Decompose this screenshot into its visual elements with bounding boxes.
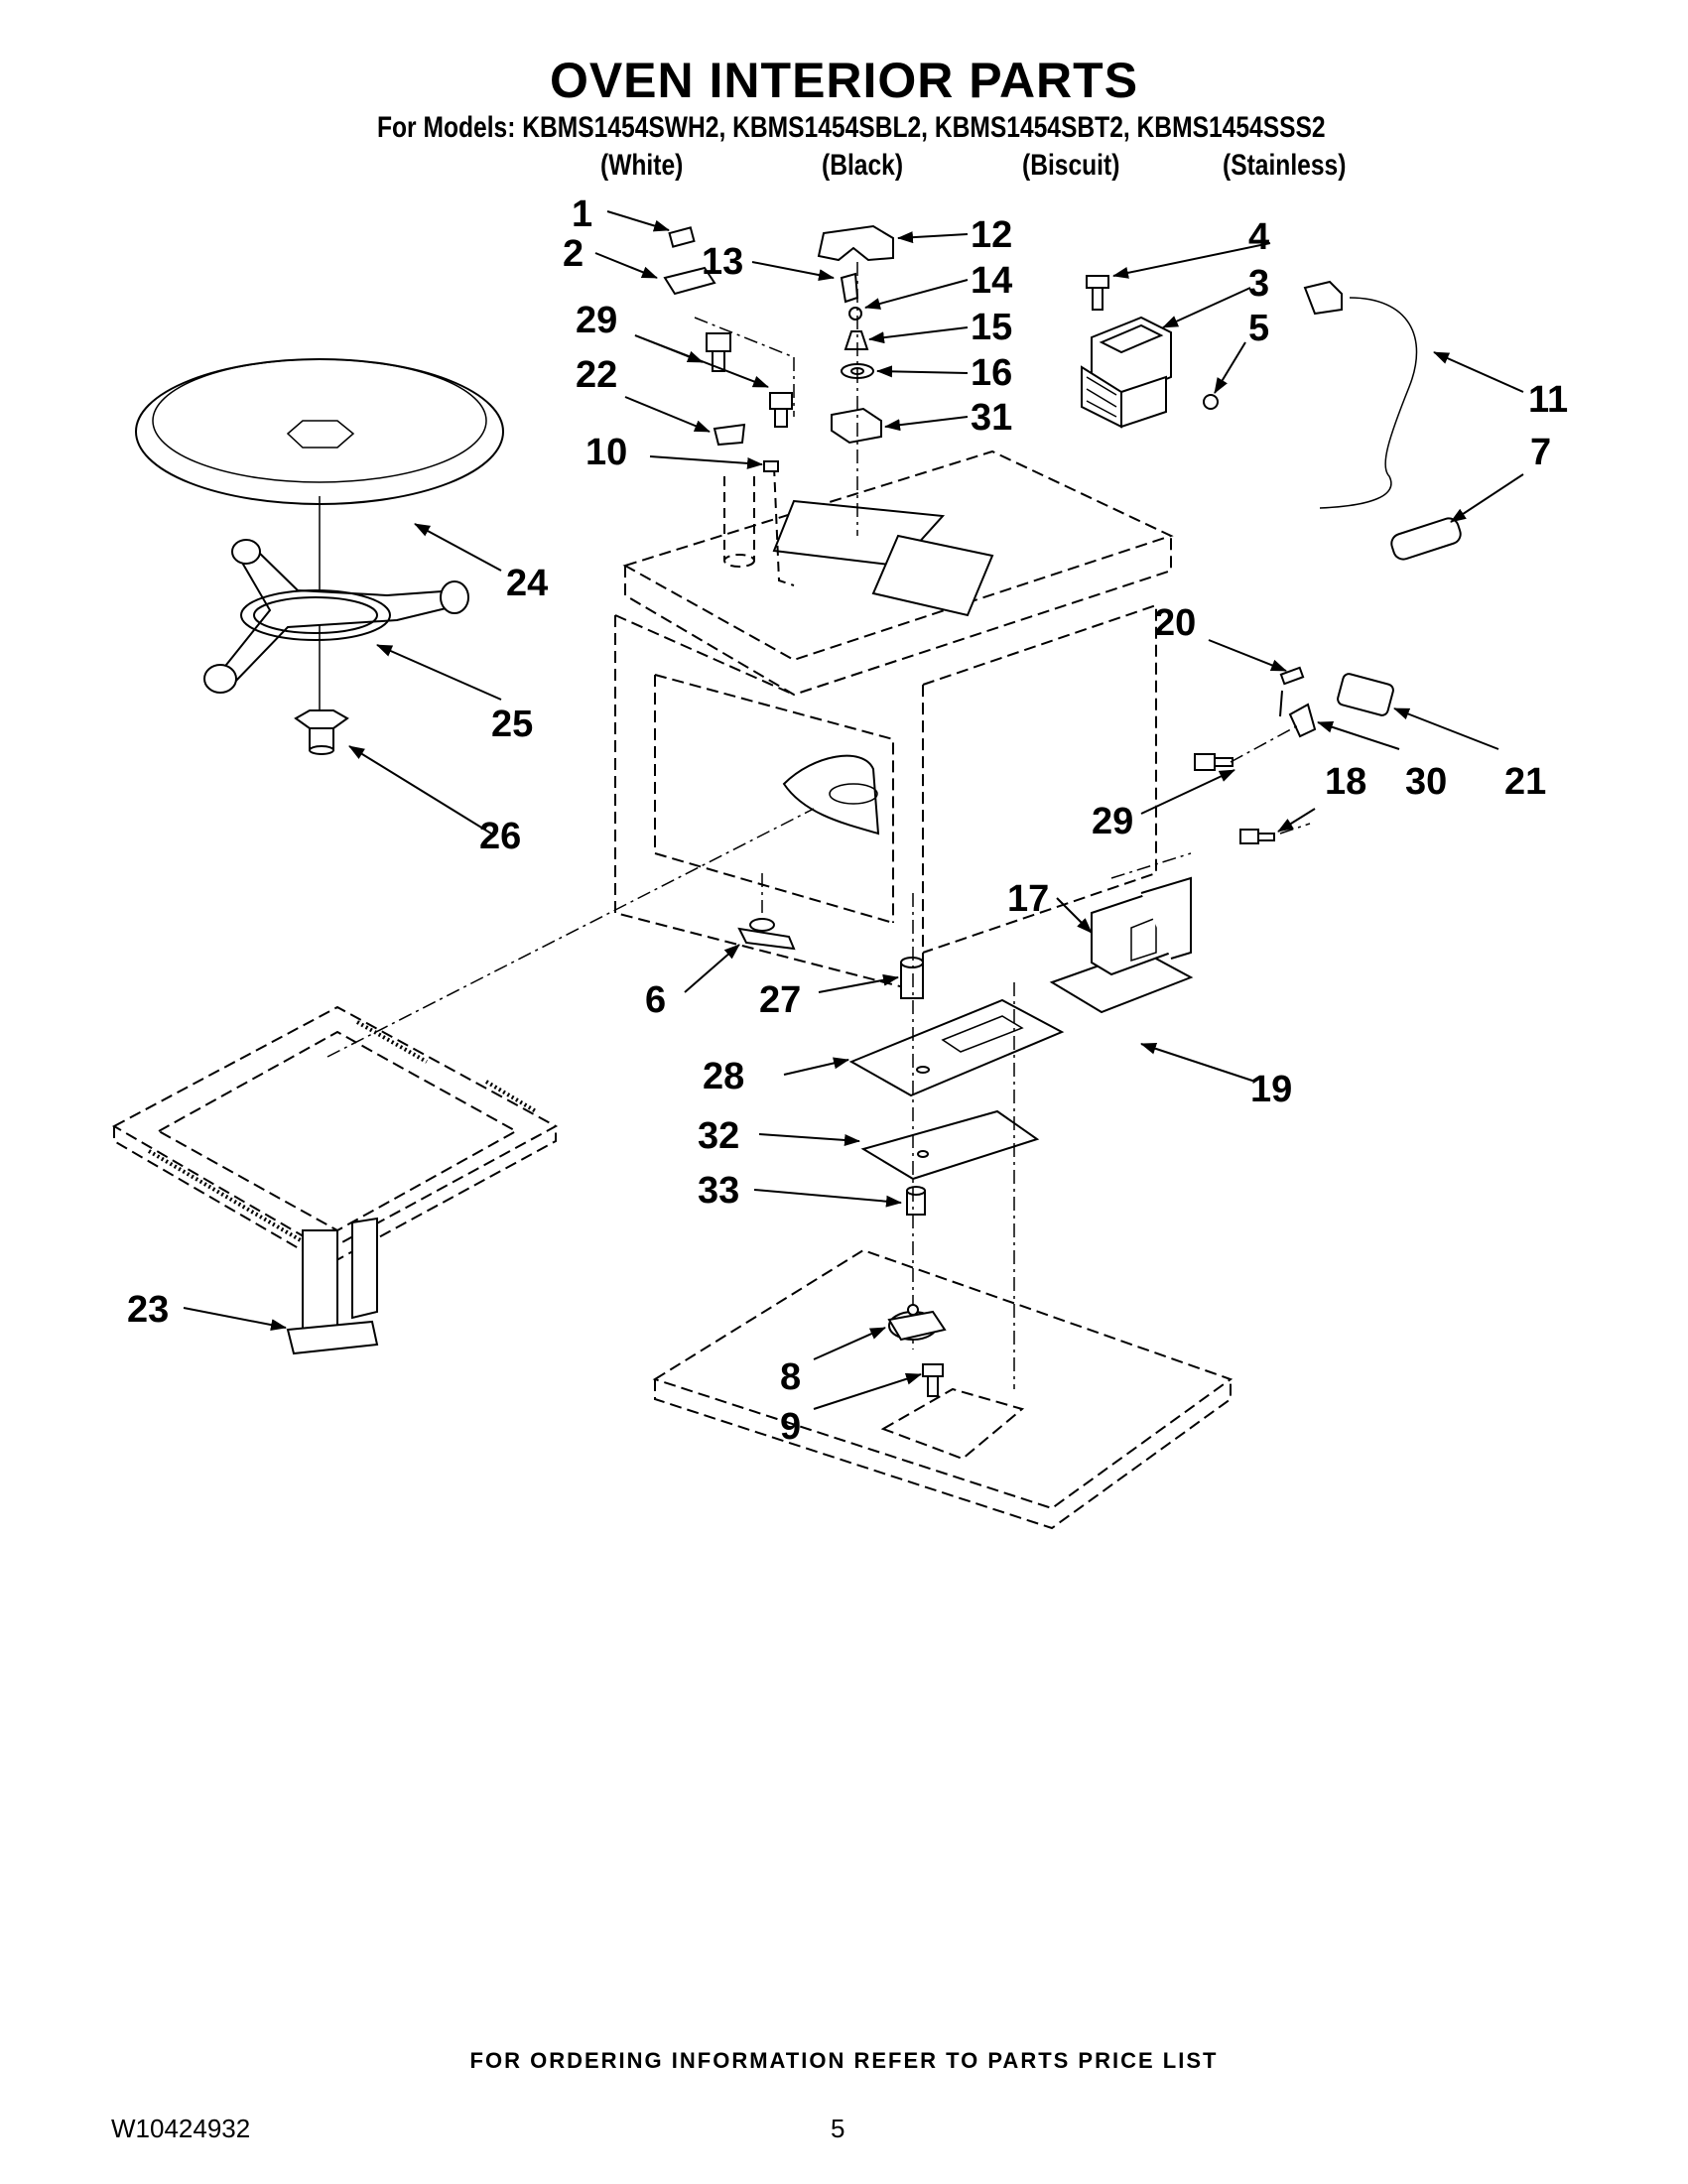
ordering-note: FOR ORDERING INFORMATION REFER TO PARTS …: [469, 2048, 1219, 2073]
callout-2: 2: [563, 233, 584, 275]
fuse-holder: [663, 266, 716, 296]
door-latch-bracket: [286, 1217, 379, 1355]
model-list: For Models: KBMS1454SWH2, KBMS1454SBL2, …: [377, 111, 1326, 144]
callout-14: 14: [971, 260, 1012, 302]
callout-32: 32: [698, 1115, 739, 1157]
callout-4: 4: [1248, 216, 1269, 258]
transformer-screw: [1239, 829, 1275, 844]
stirrer-shield: [860, 1109, 1040, 1181]
finish-biscuit: (Biscuit): [1022, 149, 1120, 182]
callout-15: 15: [971, 307, 1012, 348]
callout-12: 12: [971, 214, 1012, 256]
roller-guide: [203, 539, 469, 694]
lamp-socket: [713, 423, 746, 447]
bottom-plate: [652, 1248, 1234, 1530]
callout-19: 19: [1250, 1069, 1292, 1110]
noise-filter: [1390, 517, 1462, 561]
callout-17: 17: [1007, 878, 1049, 920]
turntable-coupling: [294, 709, 349, 755]
hook-part: [840, 272, 859, 304]
waveguide-cover: [772, 499, 994, 617]
screw-right: [769, 392, 793, 428]
callout-28: 28: [703, 1056, 744, 1097]
callout-25: 25: [491, 704, 533, 745]
callout-33: 33: [698, 1170, 739, 1212]
transformer: [1049, 876, 1194, 1014]
callout-24: 24: [506, 563, 548, 604]
magnetron: [1081, 316, 1172, 429]
callout-31: 31: [971, 397, 1012, 439]
callout-1: 1: [572, 193, 592, 235]
callout-26: 26: [479, 816, 521, 857]
stirrer-plate: [848, 998, 1065, 1097]
sensor-screw: [1194, 753, 1234, 771]
stirrer-bushing: [906, 1186, 926, 1216]
thermal-sensor: [1279, 666, 1305, 717]
finish-stainless: (Stainless): [1223, 149, 1347, 182]
motor-screw: [922, 1363, 944, 1397]
leader-lines: [183, 210, 1524, 1410]
callout-7: 7: [1530, 432, 1551, 473]
callout-9: 9: [780, 1406, 801, 1448]
page-number: 5: [831, 2114, 845, 2143]
callout-5: 5: [1248, 308, 1269, 349]
capacitor-bracket: [1288, 703, 1317, 738]
callout-27: 27: [759, 979, 801, 1021]
spring-part: [848, 307, 862, 321]
finish-white: (White): [600, 149, 684, 182]
magnetron-screw: [1086, 275, 1109, 311]
callout-20: 20: [1154, 602, 1196, 644]
document-number: W10424932: [111, 2114, 251, 2143]
door-sensing-lever: [817, 224, 894, 262]
callout-29b: 29: [1092, 801, 1133, 842]
callout-13: 13: [702, 241, 743, 283]
cavity-floor-plate: [782, 754, 880, 835]
callout-21: 21: [1504, 761, 1546, 803]
callout-6: 6: [645, 979, 666, 1021]
stirrer-cap: [900, 957, 924, 999]
cone-part: [844, 330, 869, 350]
callout-29a: 29: [576, 300, 617, 341]
callout-18: 18: [1325, 761, 1366, 803]
turntable-tray: [135, 358, 504, 505]
oven-cavity: [614, 450, 1174, 994]
callout-30: 30: [1405, 761, 1447, 803]
vent-ducts: [723, 465, 795, 586]
fuse: [668, 226, 696, 248]
cavity-thermostat: [737, 918, 796, 951]
power-cord: [1303, 280, 1418, 509]
page-title: OVEN INTERIOR PARTS: [549, 53, 1139, 108]
turntable-motor: [887, 1304, 947, 1342]
callout-3: 3: [1248, 263, 1269, 305]
callout-10: 10: [585, 432, 627, 473]
bracket-part: [831, 407, 882, 445]
magnetron-clip: [1203, 394, 1219, 410]
callout-11: 11: [1528, 379, 1568, 421]
choke-perforations: [147, 1020, 538, 1252]
clip: [763, 460, 779, 472]
finish-black: (Black): [822, 149, 904, 182]
door-choke-frame: [111, 1005, 559, 1267]
callout-8: 8: [780, 1356, 801, 1398]
high-voltage-capacitor: [1337, 673, 1394, 716]
callout-22: 22: [576, 354, 617, 396]
callout-16: 16: [971, 352, 1012, 394]
callout-23: 23: [127, 1289, 169, 1331]
